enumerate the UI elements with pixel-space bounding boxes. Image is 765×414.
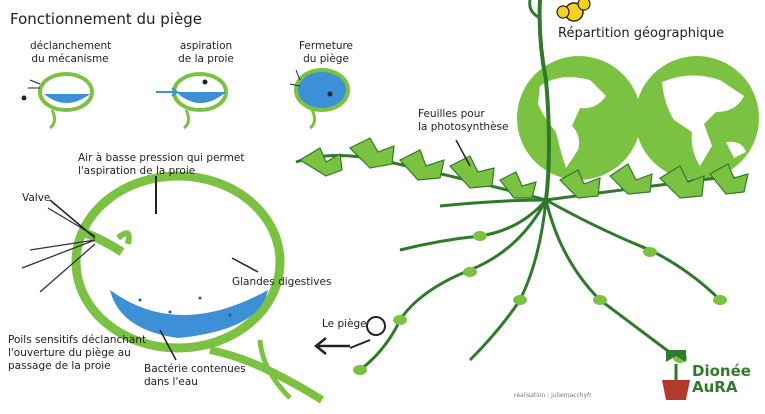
label-line: Bactérie contenues — [144, 363, 246, 376]
label-line: dans l'eau — [144, 376, 246, 389]
label-valve: Valve — [22, 192, 50, 205]
label-line: Air à basse pression qui permet — [78, 152, 245, 165]
logo-line: AuRA — [692, 380, 751, 396]
credit-text: réalisation : juliemacchyfr — [514, 392, 592, 400]
step-caption-line: de la proie — [166, 53, 246, 66]
label-feuilles: Feuilles pour la photosynthèse — [418, 108, 508, 134]
label-piege: Le piège — [322, 318, 367, 331]
step-caption-aspiration: aspiration de la proie — [166, 40, 246, 66]
step-icon-trigger — [22, 74, 93, 128]
label-glandes: Glandes digestives — [232, 276, 331, 289]
label-line: l'ouverture du piège au — [8, 347, 146, 360]
step-icon-closure — [290, 70, 348, 128]
step-caption-line: aspiration — [166, 40, 246, 53]
step-caption-line: du mécanisme — [30, 53, 110, 66]
label-line: la photosynthèse — [418, 121, 508, 134]
step-caption-line: Fermeture — [286, 40, 366, 53]
step-caption-line: déclanchement — [30, 40, 110, 53]
step-caption-trigger: déclanchement du mécanisme — [30, 40, 110, 66]
label-line: Feuilles pour — [418, 108, 508, 121]
logo: Dionée AuRA — [692, 364, 751, 396]
label-line: Poils sensitifs déclanchant — [8, 334, 146, 347]
world-map — [517, 56, 759, 180]
step-icon-aspiration — [156, 74, 226, 128]
map-title: Répartition géographique — [558, 26, 724, 42]
label-line: passage de la proie — [8, 360, 146, 373]
label-air: Air à basse pression qui permet l'aspira… — [78, 152, 245, 178]
label-line: l'aspiration de la proie — [78, 165, 245, 178]
label-poils: Poils sensitifs déclanchant l'ouverture … — [8, 334, 146, 373]
label-bacterie: Bactérie contenues dans l'eau — [144, 363, 246, 389]
page-title: Fonctionnement du piège — [10, 10, 202, 29]
step-caption-closure: Fermeture du piège — [286, 40, 366, 66]
step-caption-line: du piège — [286, 53, 366, 66]
